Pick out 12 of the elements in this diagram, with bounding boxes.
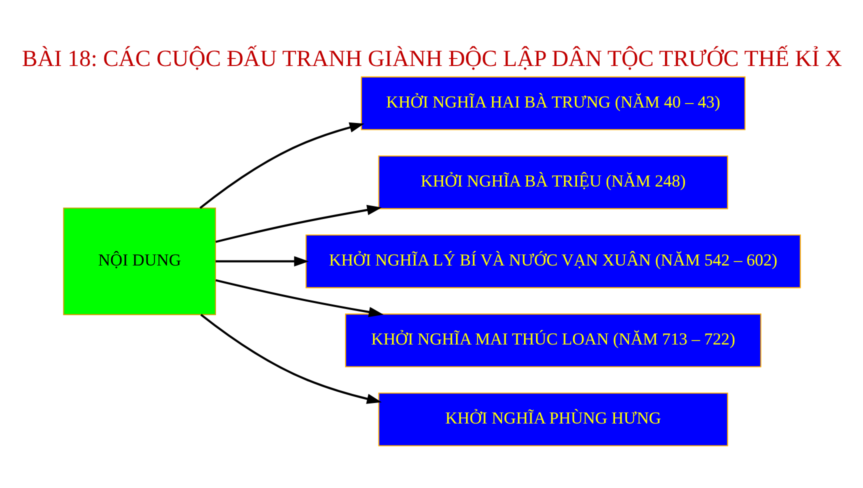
diagram-title: BÀI 18: CÁC CUỘC ĐẤU TRANH GIÀNH ĐỘC LẬP DÂN TỘC TRƯỚC THẾ KỈ X <box>21 45 842 72</box>
arrow <box>198 122 364 208</box>
arrow <box>214 278 384 317</box>
arrow <box>215 256 308 266</box>
node-box: KHỞI NGHĨA BÀ TRIỆU (NĂM 248) <box>378 154 728 209</box>
node-box: KHỞI NGHĨA PHÙNG HƯNG <box>378 392 728 446</box>
node-box: KHỞI NGHĨA LÝ BÍ VÀ NƯỚC VẠN XUÂN (NĂM 542 – 602) <box>305 234 800 288</box>
arrow <box>214 204 382 242</box>
node-box: KHỞI NGHĨA MAI THÚC LOAN (NĂM 713 – 722) <box>344 313 761 367</box>
node-box: KHỞI NGHĨA HAI BÀ TRƯNG (NĂM 40 – 43) <box>360 76 746 130</box>
node-box: NỘI DUNG <box>62 207 216 315</box>
arrow <box>200 313 382 404</box>
